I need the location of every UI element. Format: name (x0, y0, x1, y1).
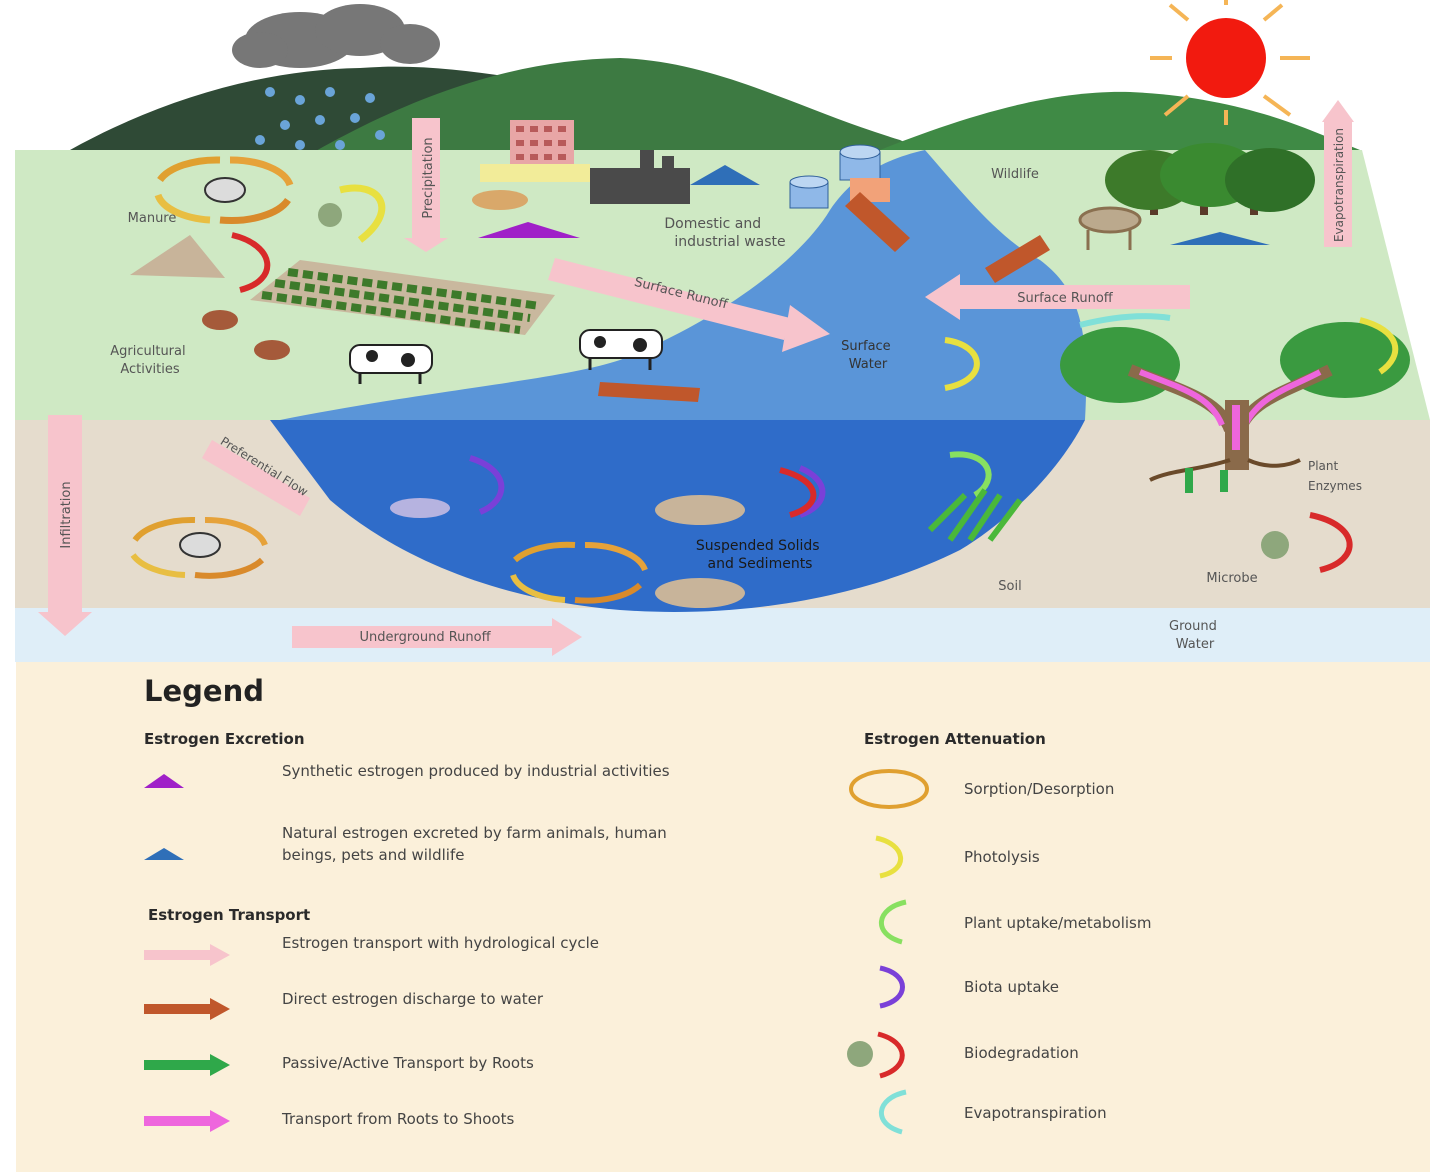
microbe-manure-icon (318, 203, 342, 227)
attenuation-heading: Estrogen Attenuation (864, 730, 1046, 748)
fish-icon (390, 498, 450, 518)
wildlife-label: Wildlife (991, 167, 1039, 182)
underground-runoff-label: Underground Runoff (359, 630, 491, 645)
legend-symbol-hydrological-arrow (142, 944, 232, 966)
legend-synthetic-text: Synthetic estrogen produced by industria… (282, 760, 702, 782)
legend-biodegradation-text: Biodegradation (964, 1042, 1344, 1064)
infiltration-label: Infiltration (59, 481, 74, 548)
legend-shoots-text: Transport from Roots to Shoots (282, 1108, 802, 1130)
surface-runoff-right-label: Surface Runoff (1017, 291, 1114, 306)
legend-plant-uptake-text: Plant uptake/metabolism (964, 912, 1384, 934)
legend-symbol-synthetic-arrow (142, 770, 186, 792)
legend-natural-text: Natural estrogen excreted by farm animal… (282, 822, 702, 866)
legend-photolysis-text: Photolysis (964, 846, 1344, 868)
sediment-icon-2 (655, 578, 745, 608)
legend-direct-discharge-text: Direct estrogen discharge to water (282, 988, 702, 1010)
legend-sorption-text: Sorption/Desorption (964, 778, 1344, 800)
legend-symbol-roots-arrow (142, 1054, 232, 1076)
legend-symbol-photolysis-icon (866, 834, 916, 880)
legend-symbol-sorption-icon (844, 766, 934, 812)
sediment-icon-1 (655, 495, 745, 525)
legend-roots-text: Passive/Active Transport by Roots (282, 1052, 802, 1074)
transport-heading: Estrogen Transport (148, 906, 310, 924)
microbe-label: Microbe (1206, 571, 1257, 586)
legend-symbol-shoots-arrow (142, 1110, 232, 1132)
ground-water-layer (15, 608, 1430, 662)
legend-symbol-plant-uptake-icon (866, 898, 916, 948)
manure-label: Manure (128, 211, 177, 226)
legend-symbol-evapotranspiration-icon (866, 1088, 916, 1138)
legend-title: Legend (144, 674, 264, 708)
legend-symbol-biodegradation-icon (838, 1030, 918, 1080)
legend-hydrological-text: Estrogen transport with hydrological cyc… (282, 932, 702, 954)
legend-symbol-biota-uptake-icon (866, 964, 916, 1012)
legend-evapotranspiration-text: Evapotranspiration (964, 1102, 1344, 1124)
microbe-soil-icon (1261, 531, 1289, 559)
legend-biota-uptake-text: Biota uptake (964, 976, 1344, 998)
soil-label: Soil (998, 579, 1021, 594)
dog-icon (472, 190, 528, 210)
legend-panel: Legend Estrogen Excretion Synthetic estr… (16, 660, 1430, 1172)
precipitation-label: Precipitation (421, 137, 436, 218)
evapotranspiration-label: Evapotranspiration (1332, 128, 1346, 242)
excretion-heading: Estrogen Excretion (144, 730, 305, 748)
trees-icon (1105, 143, 1315, 215)
legend-symbol-direct-discharge-arrow (142, 998, 232, 1020)
legend-symbol-natural-arrow (142, 844, 186, 864)
